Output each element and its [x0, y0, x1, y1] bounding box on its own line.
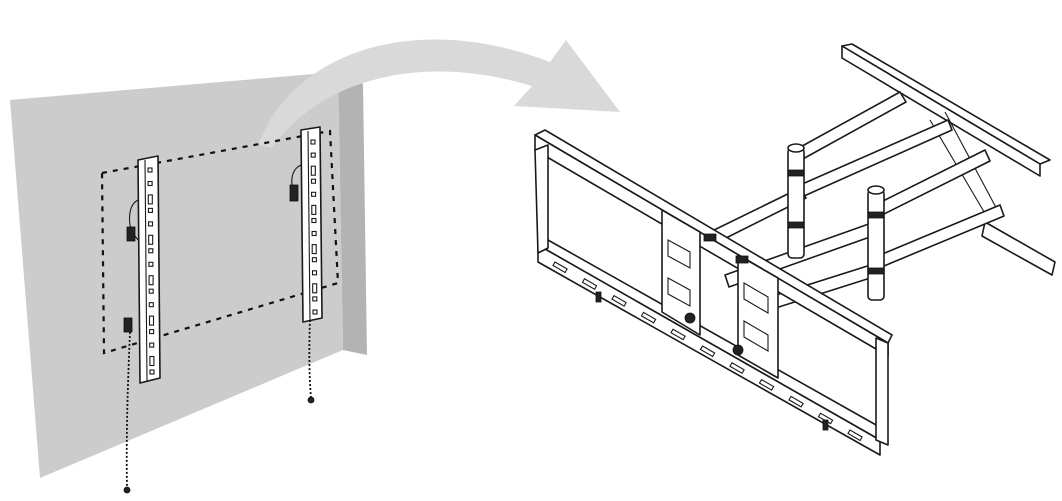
right-strip-edge	[307, 130, 311, 321]
strip-hole	[312, 283, 318, 294]
articulating-arm-mount-icon	[534, 43, 1056, 456]
strip-hole	[147, 207, 153, 213]
strip-hole	[147, 180, 153, 187]
pivot-cap-left	[787, 143, 805, 153]
plate-lock-2	[735, 255, 749, 264]
strip-hole	[310, 178, 317, 184]
left-strip-holes	[147, 167, 155, 375]
plate-bolt-1	[684, 312, 696, 324]
left-clip-bottom	[123, 317, 133, 333]
strip-hole	[149, 369, 155, 375]
tv-outline-dashed	[100, 129, 340, 355]
strip-hole	[311, 270, 318, 276]
strip-hole	[148, 234, 154, 245]
pivot-cylinder-right	[867, 189, 885, 301]
rail-foot-1	[595, 291, 602, 303]
strip-hole	[311, 217, 317, 224]
rail-slot	[552, 261, 568, 274]
center-bracket-1-cutout-a	[667, 239, 691, 269]
wall-side-face	[338, 72, 367, 355]
strip-hole	[311, 244, 317, 255]
pivot-band-right-2	[867, 267, 885, 275]
strip-hole	[149, 355, 155, 367]
tv-plate-right-upright	[875, 337, 889, 446]
strip-hole	[148, 315, 155, 326]
rail-foot-2	[822, 419, 829, 431]
left-strip-edge	[144, 159, 148, 382]
pivot-cylinder-left	[787, 147, 805, 259]
strip-hole	[148, 288, 154, 294]
center-bracket-2-cutout-b	[743, 320, 769, 352]
mount-wall-plate-top	[841, 43, 1051, 165]
strip-hole	[149, 342, 155, 348]
rail-slot	[847, 429, 863, 442]
strip-hole	[147, 194, 153, 205]
rail-slot	[581, 278, 598, 291]
mount-wall-plate-lower	[981, 221, 1056, 276]
strip-hole	[148, 302, 154, 308]
strip-hole	[310, 165, 316, 176]
left-cord-end	[123, 486, 131, 494]
right-strip-holes	[310, 139, 318, 315]
right-cord-end	[307, 396, 315, 404]
left-clip-top	[126, 226, 136, 242]
curved-arrow-icon	[258, 39, 620, 148]
rear-arm-lower	[874, 149, 991, 217]
tv-plate-left-upright	[534, 144, 549, 254]
tv-plate-bottom-rail	[537, 239, 886, 441]
strip-hole	[310, 139, 316, 145]
rail-slot	[670, 328, 686, 341]
strip-hole	[311, 230, 317, 237]
strip-hole	[148, 261, 154, 267]
right-clip-top	[289, 184, 299, 202]
strip-hole	[311, 257, 317, 263]
rail-slot	[729, 362, 745, 375]
strip-hole	[148, 248, 154, 254]
wall-front-face	[10, 72, 343, 478]
wall-panel	[10, 72, 367, 478]
pivot-band-right-1	[867, 211, 885, 219]
rail-slot	[699, 345, 716, 358]
pivot-band-left-2	[787, 221, 805, 229]
rail-slot	[758, 378, 775, 391]
right-bracket-strip	[289, 126, 323, 404]
strip-hole	[311, 204, 317, 215]
left-strip-body	[137, 155, 161, 384]
plate-lock-1	[703, 233, 717, 242]
strip-hole	[148, 275, 154, 286]
rail-slot	[788, 395, 804, 408]
center-bracket-1-cutout-b	[667, 277, 691, 307]
strip-hole	[312, 309, 318, 315]
rail-slot	[640, 311, 657, 324]
pivot-band-left-1	[787, 169, 805, 177]
center-bracket-2-cutout-a	[743, 282, 769, 314]
strip-hole	[311, 191, 317, 197]
strip-hole	[149, 329, 155, 335]
strip-hole	[147, 221, 154, 227]
mount-wall-plate-face	[841, 45, 1041, 177]
bottom-rail-slots	[552, 261, 863, 442]
strip-hole	[310, 152, 316, 158]
left-bracket-strip	[123, 155, 161, 494]
strip-hole	[147, 167, 153, 173]
rail-slot	[611, 294, 627, 307]
plate-bolt-2	[732, 344, 744, 356]
pivot-cap-right	[867, 185, 885, 195]
left-safety-cord	[125, 331, 131, 489]
strip-hole	[312, 296, 318, 302]
